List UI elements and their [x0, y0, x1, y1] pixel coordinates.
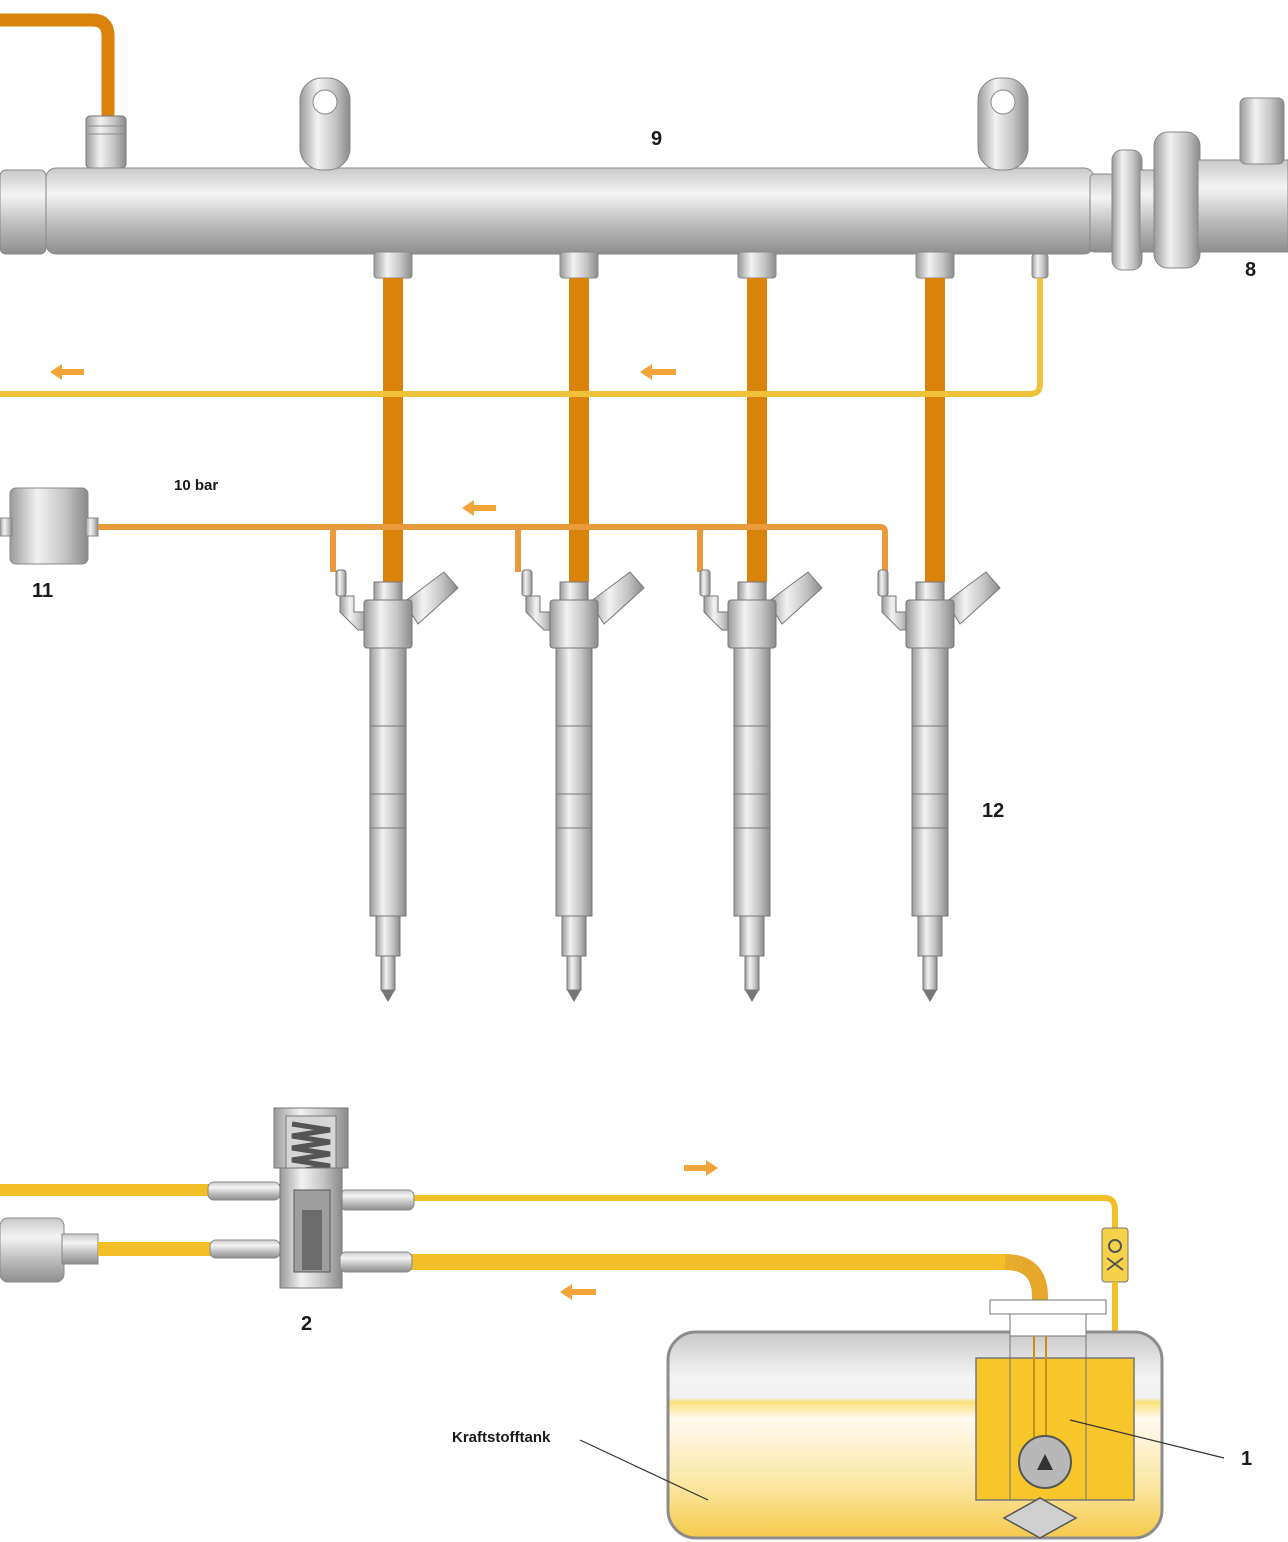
arrow-left-icon — [560, 1284, 596, 1300]
pressure-rail — [45, 167, 1095, 255]
arrow-left-icon — [50, 364, 84, 380]
label-pressure-value: 10 bar — [174, 477, 218, 494]
pressure-damper — [0, 487, 99, 565]
tank-return-line — [340, 1195, 1118, 1230]
label-pressure-damper: 11 — [32, 580, 53, 602]
label-pressure-accumulator: 9 — [651, 128, 662, 150]
label-fuel-filter-valve: 2 — [301, 1313, 312, 1335]
label-fuel-pump: 1 — [1241, 1448, 1252, 1470]
label-injectors: 12 — [982, 800, 1004, 822]
lower-right-sleeve — [339, 1251, 413, 1273]
rail-left-end — [0, 169, 47, 255]
pump-leader-line — [1069, 1419, 1225, 1459]
rail-outlet-4 — [915, 251, 955, 279]
rail-return-line — [0, 278, 1043, 397]
pressure-limiting-valve — [1089, 97, 1288, 271]
label-fuel-tank: Kraftstofftank — [452, 1429, 551, 1446]
lower-pipe-sleeve — [209, 1239, 281, 1259]
rail-outlet-1 — [373, 251, 413, 279]
injector-icon — [335, 569, 459, 1003]
upper-pipe-sleeve — [207, 1181, 281, 1201]
pump-icon — [1018, 1435, 1072, 1489]
arrow-left-icon — [640, 364, 676, 380]
return-check-valve — [1101, 1227, 1129, 1283]
high-pressure-feed-line — [0, 13, 115, 120]
high-pressure-injector-lines — [383, 278, 945, 582]
label-pressure-limiting-valve: 8 — [1245, 259, 1256, 281]
fuel-filter-cylinder — [0, 1217, 99, 1283]
leak-oil-line — [98, 524, 888, 572]
rail-mount-eye-left — [299, 77, 351, 171]
tank-leader-line — [579, 1439, 709, 1501]
rail-return-fitting — [1031, 253, 1049, 279]
injector-icon — [521, 569, 645, 1003]
injector-icon — [877, 569, 1001, 1003]
fuel-filter-valve — [273, 1107, 349, 1289]
injector-icon — [699, 569, 823, 1003]
rail-mount-eye-right — [977, 77, 1029, 171]
rail-outlet-2 — [559, 251, 599, 279]
pump-inlet-filter — [1002, 1497, 1078, 1539]
tank-supply-line — [342, 1254, 1048, 1440]
arrow-left-icon — [462, 500, 496, 516]
rail-outlet-3 — [737, 251, 777, 279]
feed-fitting — [85, 115, 127, 169]
arrow-right-icon — [684, 1160, 718, 1176]
upper-pipe-sleeve-right — [339, 1189, 415, 1211]
